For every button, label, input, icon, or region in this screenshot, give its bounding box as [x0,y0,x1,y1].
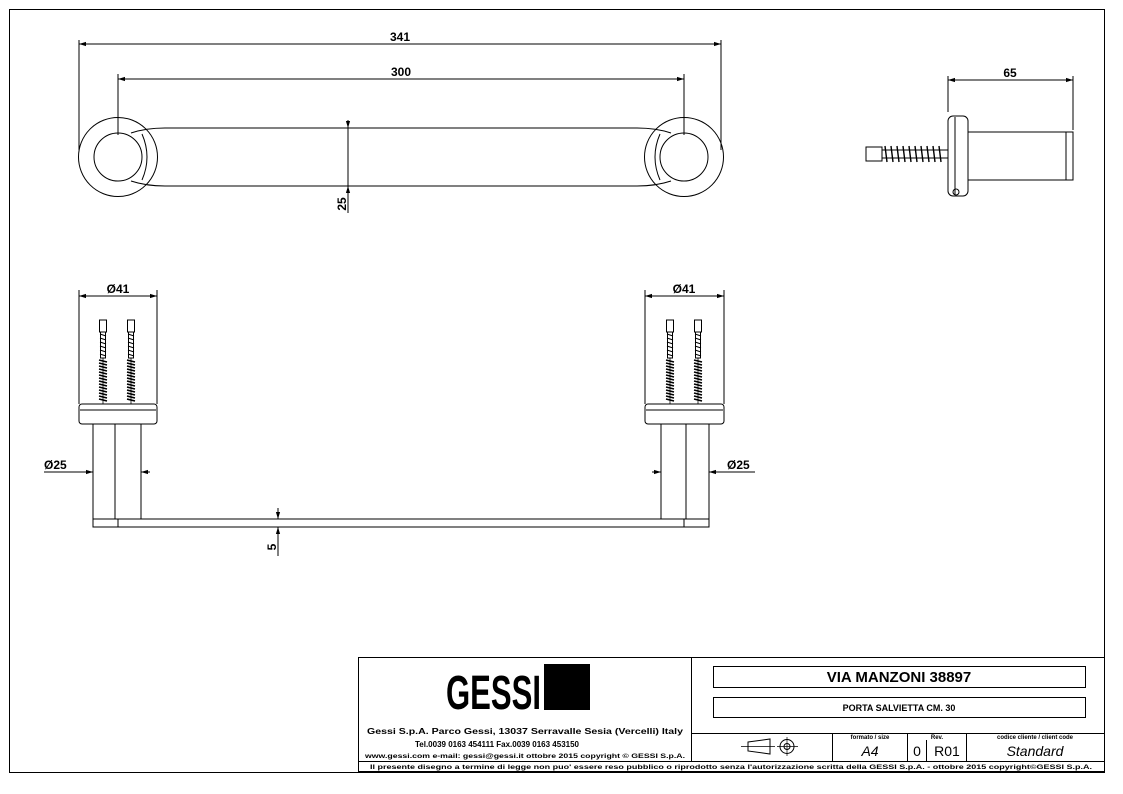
center-distance-label: 300 [391,65,411,79]
depth-label: 65 [1003,66,1017,80]
first-angle-projection-icon [741,737,798,756]
bar-diameter-label: 25 [335,197,349,211]
rev-label: Rev. [931,735,944,741]
legal-notice: Il presente disegno a termine di legge n… [370,764,1092,771]
post-diameter-right-label: Ø25 [727,458,750,472]
front-view [44,290,755,556]
top-view [78,40,724,213]
gessi-logo: GESSI [446,664,590,720]
post-diameter-left-label: Ø25 [44,458,67,472]
title-block [358,657,1105,772]
flange-diameter-left-label: Ø41 [107,282,130,296]
bar-thickness-label: 5 [265,543,279,550]
overall-length-label: 341 [390,30,410,44]
format-value: A4 [860,743,878,759]
client-code-label: codice cliente / client code [997,735,1074,741]
client-code-value: Standard [1007,743,1065,759]
flange-diameter-right-label: Ø41 [673,282,696,296]
sheet-border [9,9,1105,773]
company-web: www.gessi.com e-mail: gessi@gessi.it ott… [364,753,686,760]
side-view [865,76,1074,197]
product-subtitle: PORTA SALVIETTA CM. 30 [843,703,956,713]
rev-number: 0 [913,743,921,759]
product-title: VIA MANZONI 38897 [827,669,972,686]
company-phone: Tel.0039 0163 454111 Fax.0039 0163 45315… [415,740,580,749]
company-address: Gessi S.p.A. Parco Gessi, 13037 Serraval… [367,727,684,736]
format-label: formato / size [851,735,890,741]
brand-wordmark: GESSI [446,667,541,720]
rev-value: R01 [934,743,960,759]
